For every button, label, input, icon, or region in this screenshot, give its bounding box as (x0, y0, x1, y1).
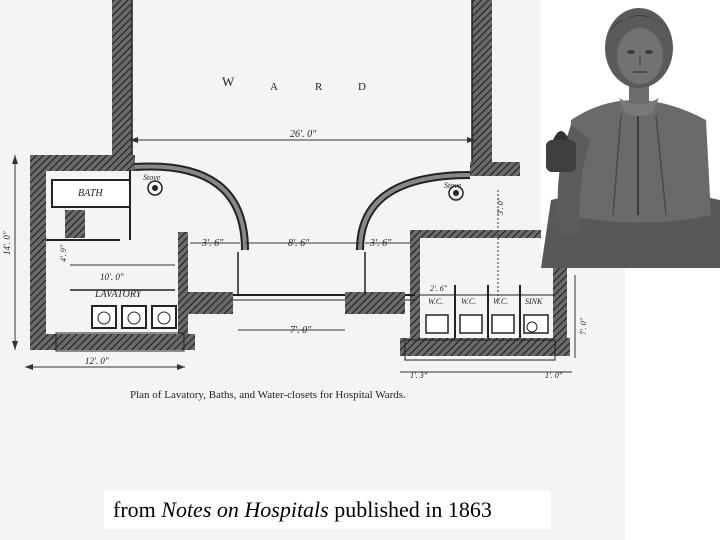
dim-lav-height: 4'. 9" (59, 244, 68, 262)
stove-left-icon (147, 180, 163, 196)
label-stove-right: Stove (444, 181, 462, 190)
caption-suffix: published in 1863 (328, 497, 492, 522)
dim-total-width: 12'. 0" (85, 356, 109, 366)
statue-illustration (541, 0, 720, 268)
slide-caption: from Notes on Hospitals published in 186… (104, 491, 551, 529)
label-wc-2: W.C. (461, 297, 476, 306)
caption-prefix: from (113, 497, 162, 522)
bath-fixture (51, 179, 131, 208)
dim-right-bottom: 1'. 0" (545, 371, 563, 380)
left-outer-wall (30, 155, 46, 350)
plan-printed-caption: Plan of Lavatory, Baths, and Water-close… (130, 389, 406, 401)
stove-right-icon (448, 185, 464, 201)
floor-plan-drawing: W A R D 26'. 0" BATH Stove Stove 3'. 6" … (0, 0, 625, 540)
label-wc-3: W.C. (493, 297, 508, 306)
floor-plan-svg: W A R D 26'. 0" BATH Stove Stove 3'. 6" … (2, 0, 588, 401)
ward-letter-a: A (270, 81, 278, 93)
dim-left-bottom: 1'. 3" (410, 371, 428, 380)
label-lavatory: LAVATORY (94, 289, 143, 300)
ward-letter-r: R (315, 81, 323, 93)
dim-wc-side: 3'. 0" (496, 197, 505, 216)
dim-lav-depth: 14'. 0" (2, 231, 12, 255)
dim-lav-width: 10'. 0" (100, 272, 124, 282)
ward-letter-w: W (222, 74, 235, 89)
dim-door-right: 3'. 6" (369, 238, 392, 249)
dim-small-lobby: 7'. 0" (579, 317, 588, 335)
dim-ward-width: 26'. 0" (290, 129, 317, 140)
dim-corridor: 8'. 6" (288, 238, 310, 249)
label-sink: SINK (525, 297, 543, 306)
water-closets (420, 285, 555, 338)
dim-door-left: 3'. 6" (201, 238, 224, 249)
label-wc-1: W.C. (428, 297, 443, 306)
basin-1 (91, 305, 117, 329)
ward-wall-left (112, 0, 132, 160)
label-bath: BATH (78, 188, 103, 199)
statue-photo (541, 0, 720, 268)
ward-wall-right (472, 0, 492, 165)
dim-lobby: 7'. 0" (290, 325, 312, 336)
caption-book-title: Notes on Hospitals (161, 497, 329, 522)
dim-wc-width: 2'. 6" (430, 284, 448, 293)
ward-letter-d: D (358, 81, 366, 93)
basin-3 (151, 305, 177, 329)
basin-2 (121, 305, 147, 329)
label-stove-left: Stove (143, 173, 161, 182)
